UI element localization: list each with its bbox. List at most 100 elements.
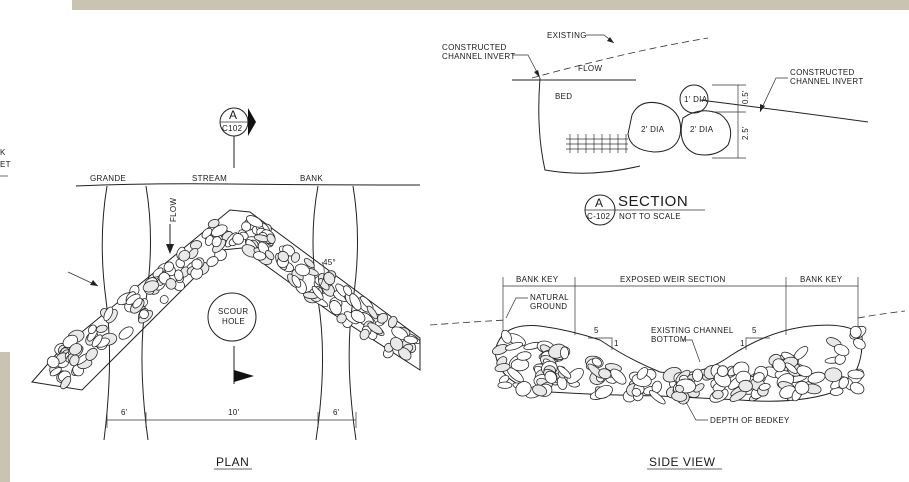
section-constructed-right-2: CHANNEL INVERT xyxy=(790,77,864,86)
rock xyxy=(591,357,602,367)
rock xyxy=(738,379,753,393)
rock xyxy=(206,256,219,267)
rock xyxy=(566,367,584,384)
rock xyxy=(849,382,865,395)
rock xyxy=(91,334,103,348)
rock xyxy=(349,293,362,311)
rock xyxy=(69,343,83,356)
rock xyxy=(207,219,220,229)
rock xyxy=(594,384,613,399)
cut-text-2: ET xyxy=(0,160,11,169)
rock xyxy=(253,251,267,261)
rock xyxy=(752,372,765,383)
cut-text-1: K xyxy=(0,148,6,157)
section-dim-side: 2.5' xyxy=(741,126,750,140)
rock xyxy=(501,329,512,344)
rock xyxy=(784,362,798,374)
plan-dim-center: 10' xyxy=(228,408,239,417)
plan-stream-label: STREAM xyxy=(192,174,227,183)
rock xyxy=(649,390,666,405)
rock xyxy=(712,389,724,400)
rock xyxy=(557,365,572,379)
rock xyxy=(329,300,342,316)
rock xyxy=(174,269,184,282)
rock xyxy=(178,249,191,262)
rock xyxy=(190,267,204,280)
side-slope-run-right: 5 xyxy=(752,326,757,335)
section-constructed-left-2: CHANNEL INVERT xyxy=(442,52,516,61)
rock xyxy=(847,369,865,380)
rock xyxy=(350,309,366,323)
rock xyxy=(49,367,62,377)
plan-bank-left-label: GRANDE xyxy=(90,174,126,183)
rock xyxy=(165,278,177,290)
rock xyxy=(544,370,558,384)
plan-marker-letter: A xyxy=(229,108,238,122)
side-existing-1: EXISTING CHANNEL xyxy=(651,326,734,335)
rock xyxy=(824,367,843,383)
plan-marker-sheet: C102 xyxy=(222,124,243,133)
rock xyxy=(849,325,862,339)
rock xyxy=(794,380,810,395)
rock xyxy=(359,328,370,341)
rock xyxy=(232,233,244,245)
side-view: BANK KEY EXPOSED WEIR SECTION BANK KEY N… xyxy=(429,275,906,470)
rock xyxy=(323,271,336,286)
rock xyxy=(389,336,404,351)
rock xyxy=(693,383,705,393)
rock xyxy=(246,215,264,228)
plan-dim-right: 6' xyxy=(333,408,340,417)
rock xyxy=(532,384,547,397)
rock xyxy=(303,258,315,269)
section-view: EXISTING CONSTRUCTED CHANNEL INVERT FLOW… xyxy=(442,31,869,226)
rock xyxy=(387,315,398,329)
rock xyxy=(87,324,97,335)
side-natural-1: NATURAL xyxy=(530,293,569,302)
section-rock-right: 2' DIA xyxy=(690,125,714,134)
rock xyxy=(834,353,846,365)
rock xyxy=(163,261,174,273)
rock xyxy=(191,258,203,270)
section-title: SECTION xyxy=(618,193,688,210)
section-dim-top: 0.5' xyxy=(741,90,750,104)
rock xyxy=(772,358,786,373)
section-rock-left: 2' DIA xyxy=(641,125,665,134)
rock xyxy=(833,344,850,357)
rock xyxy=(559,346,570,360)
rock xyxy=(366,305,378,320)
rock xyxy=(132,297,143,309)
side-natural-2: GROUND xyxy=(530,302,567,311)
rock xyxy=(142,280,160,293)
rock xyxy=(159,295,169,304)
plan-angle-label: 45° xyxy=(323,258,336,267)
rock xyxy=(403,335,418,344)
side-title: SIDE VIEW xyxy=(649,455,716,469)
rock xyxy=(290,252,301,263)
rock xyxy=(211,236,222,248)
rock xyxy=(692,368,703,382)
section-existing-label: EXISTING xyxy=(547,31,587,40)
rock xyxy=(266,233,276,244)
plan-scour-line1: SCOUR xyxy=(218,307,248,316)
rock xyxy=(264,250,275,261)
rock xyxy=(336,313,347,324)
section-scale: NOT TO SCALE xyxy=(619,212,681,221)
rock xyxy=(60,376,72,390)
rock xyxy=(118,326,134,340)
side-slope-rise-left: 1 xyxy=(614,339,619,348)
rock xyxy=(838,376,849,389)
rock xyxy=(139,309,149,320)
plan-dim-left: 6' xyxy=(121,408,128,417)
section-marker-letter: A xyxy=(595,196,604,210)
rock xyxy=(291,275,302,288)
rock xyxy=(103,306,114,322)
rock xyxy=(494,363,511,373)
side-slope-rise-right: 1 xyxy=(740,339,745,348)
side-existing-2: BOTTOM xyxy=(651,335,687,344)
rock xyxy=(516,351,532,361)
rock xyxy=(716,365,729,377)
rock xyxy=(515,381,532,397)
section-constructed-right-1: CONSTRUCTED xyxy=(790,68,855,77)
rock xyxy=(674,384,685,393)
